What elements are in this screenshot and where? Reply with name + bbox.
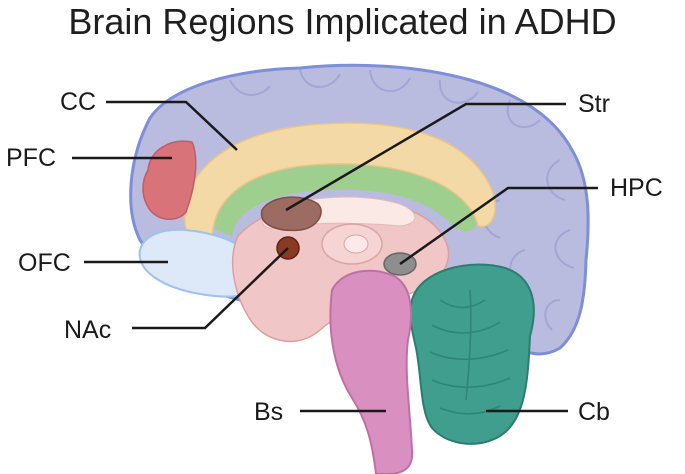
label-hpc: HPC	[610, 174, 663, 202]
thalamus-inner	[344, 235, 368, 253]
label-cb: Cb	[578, 398, 610, 426]
brainstem	[330, 271, 412, 474]
label-pfc: PFC	[6, 144, 56, 172]
label-cc: CC	[60, 88, 96, 116]
label-str: Str	[578, 90, 610, 118]
cerebellum	[410, 265, 533, 444]
striatum	[262, 197, 322, 230]
label-nac: NAc	[64, 316, 111, 344]
label-ofc: OFC	[18, 249, 71, 277]
label-bs: Bs	[254, 398, 283, 426]
